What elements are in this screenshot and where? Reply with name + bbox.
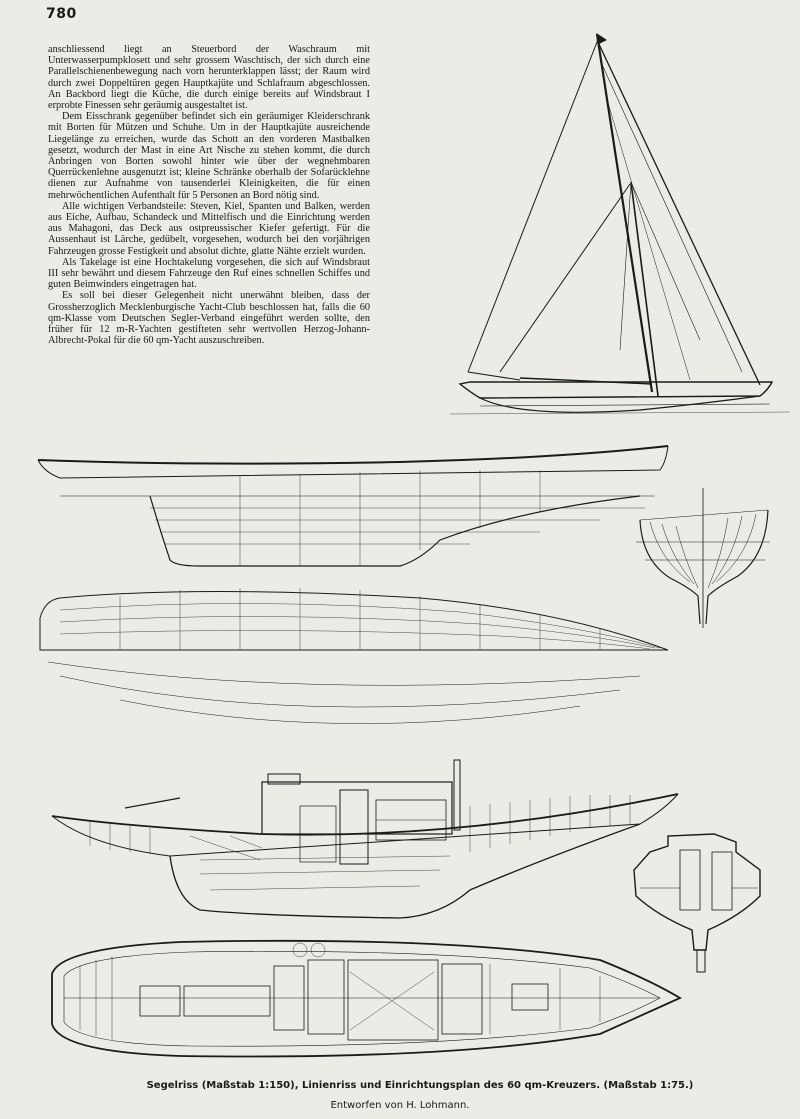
- paragraph: Es soll bei dieser Gelegenheit nicht une…: [48, 290, 370, 347]
- sail-plan: [449, 32, 791, 415]
- interior-plan: [51, 939, 682, 1058]
- interior-section: [633, 833, 761, 973]
- figure-credit: Entworfen von H. Lohmann.: [330, 1100, 470, 1111]
- paragraph: Als Takelage ist eine Hochtakelung vorge…: [48, 256, 370, 291]
- figure-caption: Segelriss (Maßstab 1:150), Linienriss un…: [146, 1080, 694, 1091]
- lines-profile: [37, 445, 669, 567]
- body-plan: [636, 488, 770, 628]
- paragraph: Alle wichtigen Verbandsteile: Steven, Ki…: [48, 200, 370, 257]
- page-number: 780: [46, 6, 77, 22]
- paragraph: anschliessend liegt an Steuerbord der Wa…: [48, 44, 370, 112]
- interior-profile: [51, 759, 679, 919]
- lines-half-breadth: [39, 588, 669, 724]
- paragraph: Dem Eisschrank gegenüber befindet sich e…: [48, 111, 370, 201]
- article-text-column: anschliessend liegt an Steuerbord der Wa…: [48, 44, 370, 346]
